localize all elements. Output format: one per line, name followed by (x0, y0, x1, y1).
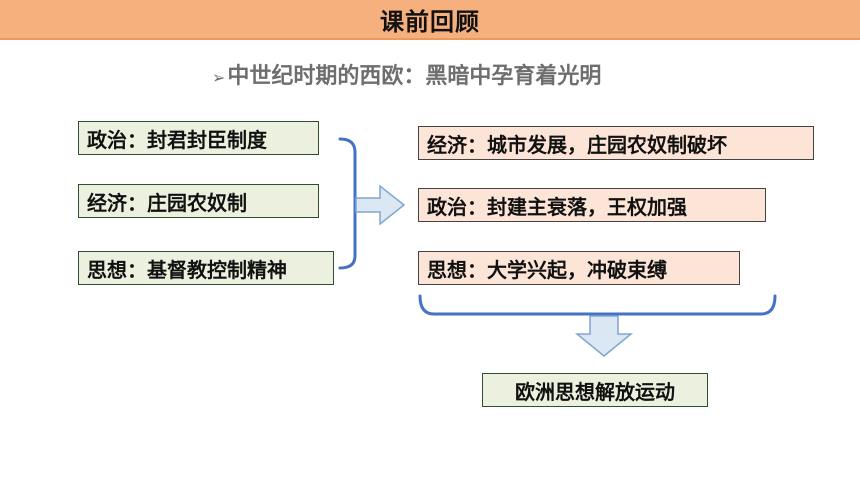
right-item-politics: 政治：封建主衰落，王权加强 (418, 188, 766, 222)
bottom-bracket-icon (418, 294, 777, 316)
left-bracket-icon (338, 137, 357, 270)
subtitle: ➢中世纪时期的西欧：黑暗中孕育着光明 (212, 60, 662, 120)
left-item-thought: 思想：基督教控制精神 (78, 251, 334, 285)
bullet-arrow-icon: ➢ (212, 68, 226, 87)
right-item-economy: 经济：城市发展，庄园农奴制破坏 (418, 126, 814, 160)
right-item-label: 经济：城市发展，庄园农奴制破坏 (427, 132, 727, 157)
result-box: 欧洲思想解放运动 (482, 373, 708, 407)
right-item-label: 思想：大学兴起，冲破束缚 (427, 257, 667, 282)
left-item-label: 思想：基督教控制精神 (87, 257, 287, 282)
subtitle-text: 中世纪时期的西欧：黑暗中孕育着光明 (227, 64, 602, 89)
left-item-politics: 政治：封君封臣制度 (78, 121, 319, 155)
title-bar: 课前回顾 (0, 0, 860, 40)
right-item-label: 政治：封建主衰落，王权加强 (427, 194, 687, 219)
left-item-economy: 经济：庄园农奴制 (78, 184, 319, 218)
left-item-label: 政治：封君封臣制度 (87, 127, 267, 152)
right-arrow-icon (355, 184, 406, 226)
result-label: 欧洲思想解放运动 (515, 379, 675, 404)
right-item-thought: 思想：大学兴起，冲破束缚 (418, 251, 740, 285)
down-arrow-icon (574, 315, 634, 357)
page-title: 课前回顾 (380, 7, 480, 36)
left-item-label: 经济：庄园农奴制 (87, 190, 247, 215)
